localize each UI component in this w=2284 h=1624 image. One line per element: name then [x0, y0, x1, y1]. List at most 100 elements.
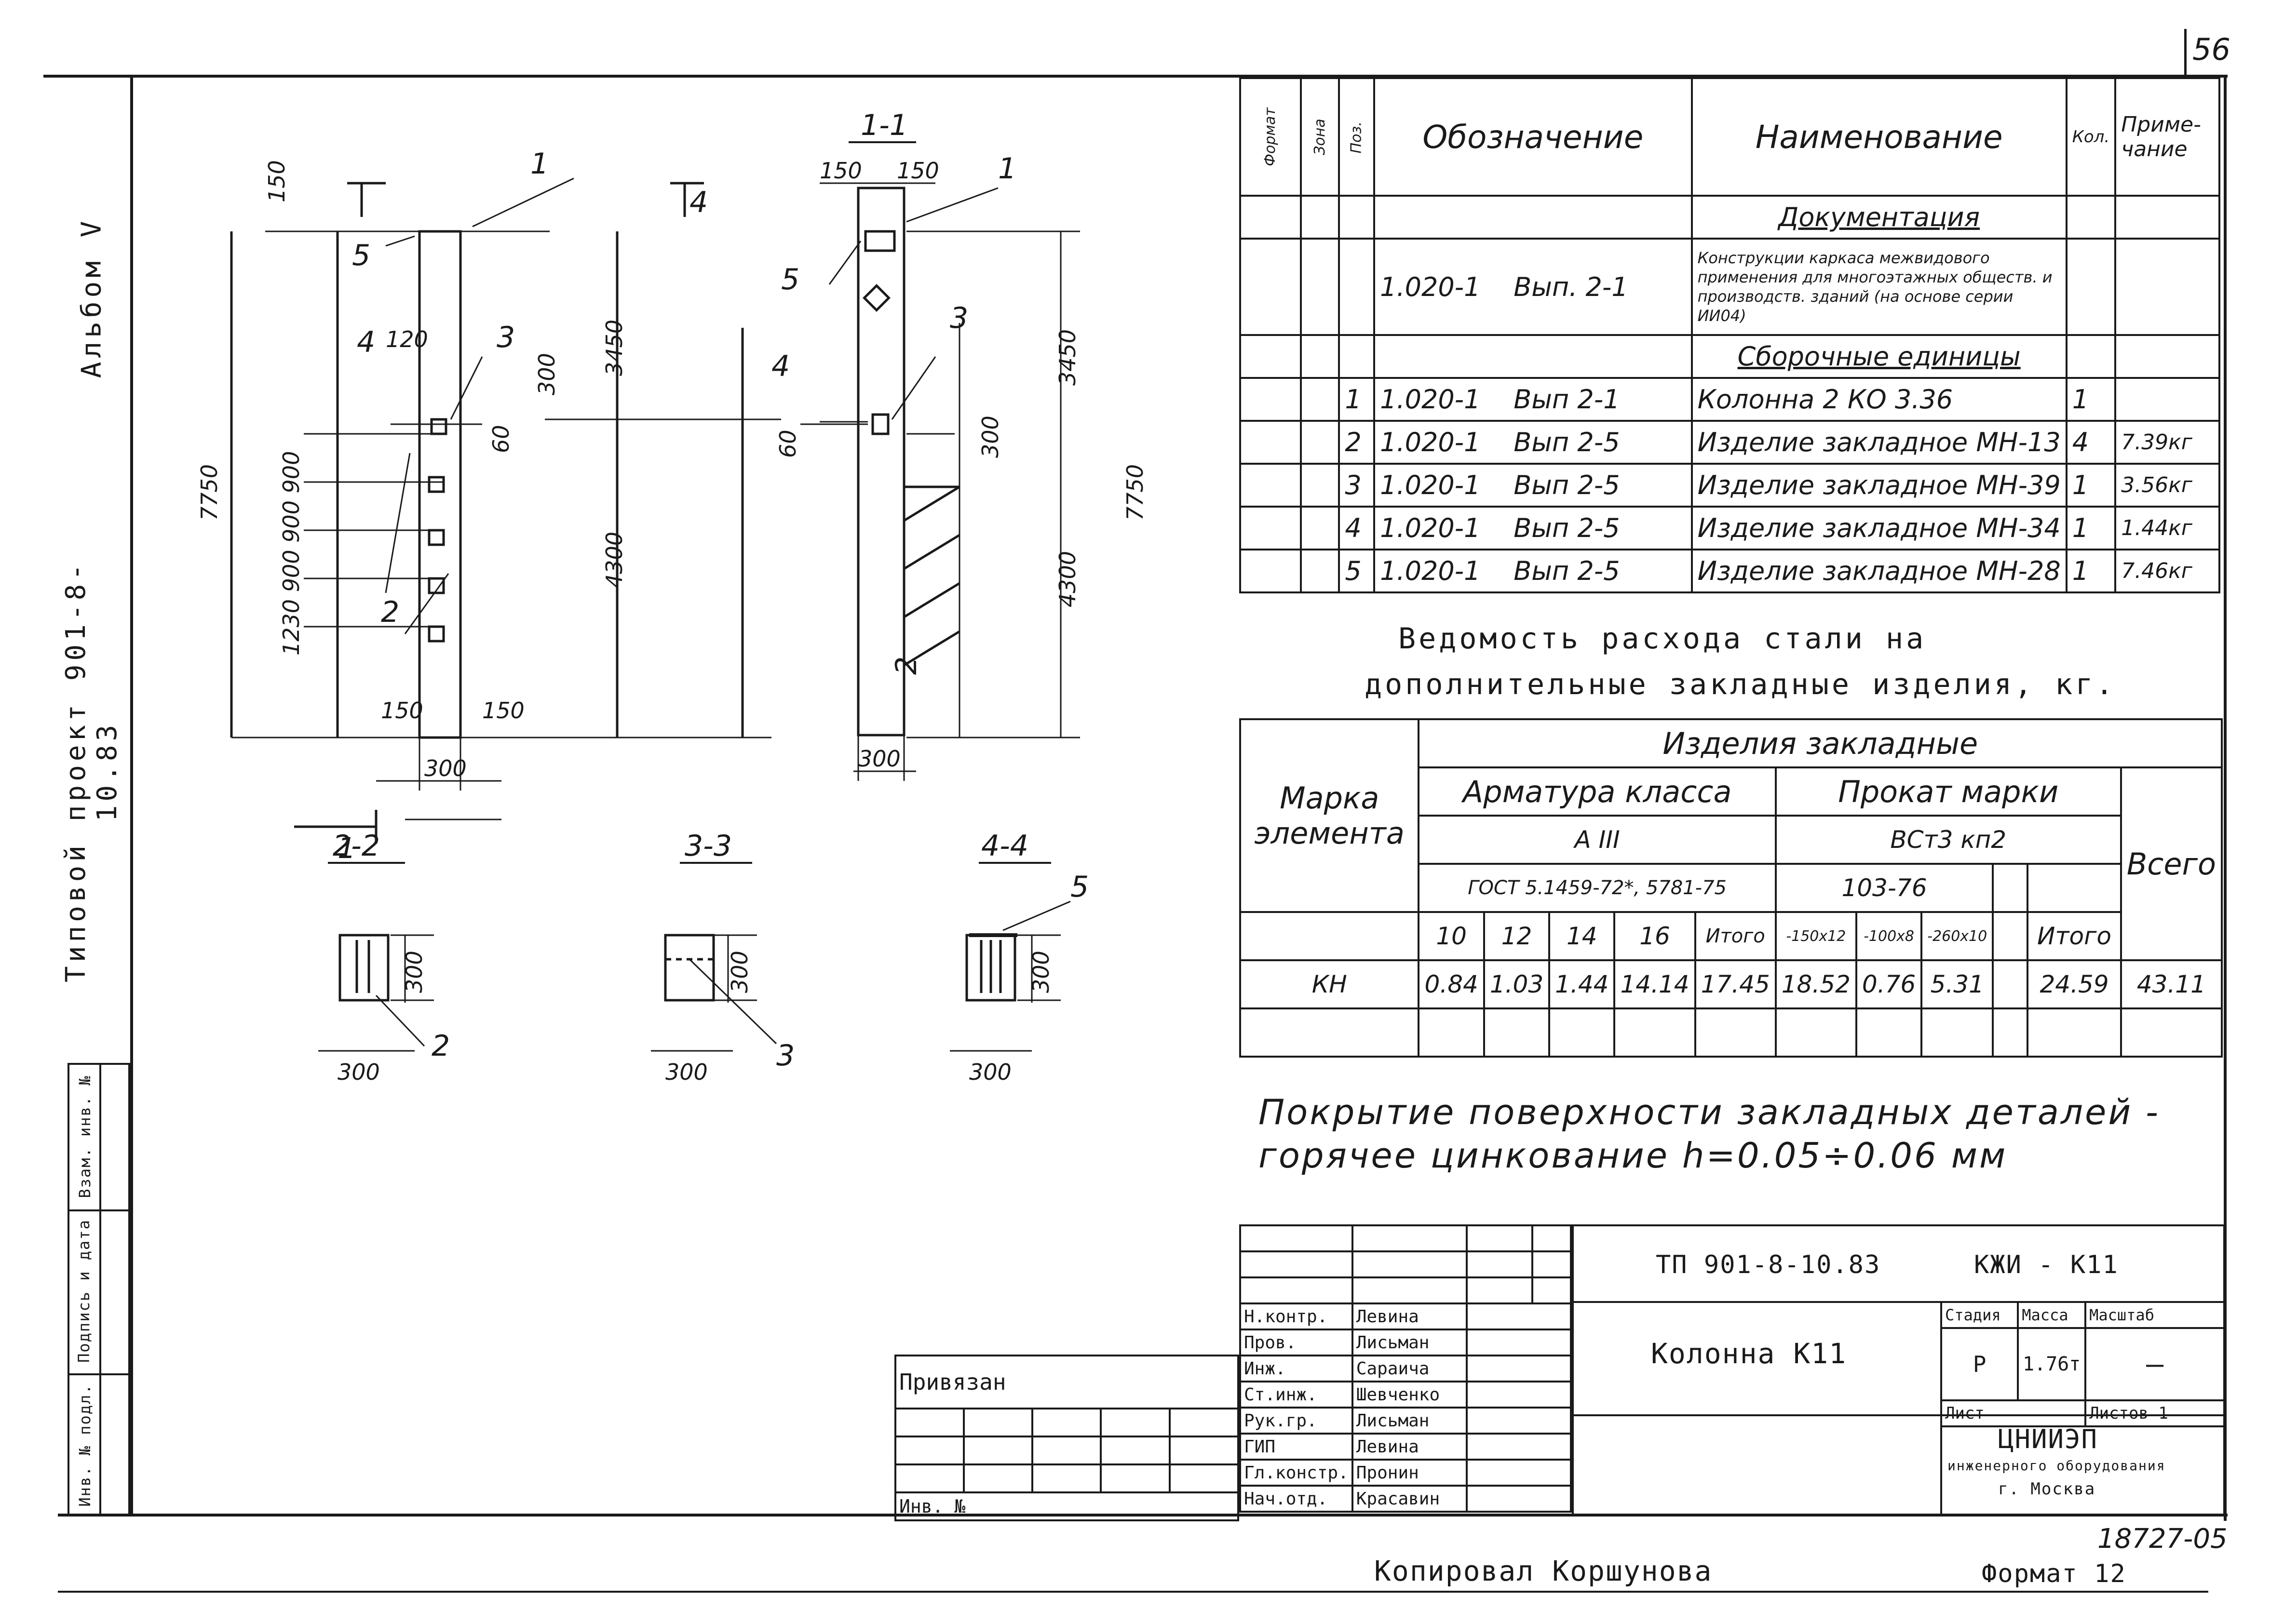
pos-3: 3	[950, 301, 968, 335]
hdr-total: Всего	[2120, 766, 2223, 961]
dim-300: 300	[665, 1059, 708, 1085]
bottom-line	[58, 1591, 2208, 1593]
dim-300: 300	[977, 416, 1003, 458]
project-code: ТП 901-8-10.83	[1656, 1250, 1881, 1279]
spec-row: 3 1.020-1 Вып 2-5 Изделие закладное МН-3…	[1239, 463, 2220, 508]
stamp-main: ТП 901-8-10.83 КЖИ - К11 Колонна К11 Ста…	[1572, 1224, 2225, 1516]
title-block: Привязан Инв. № Н.контр.Левина Пров.Лись…	[894, 1224, 2225, 1521]
section-documentation: Документация	[1690, 195, 2068, 240]
pos-1: 1	[530, 147, 549, 181]
section-2-2-title: 2-2	[333, 829, 380, 863]
dim-300: 300	[858, 746, 901, 772]
format: Формат 12	[1982, 1559, 2126, 1588]
cut-mark: 1	[338, 832, 356, 865]
embed-2d-elev	[428, 625, 445, 643]
pos-3: 3	[776, 1039, 795, 1073]
pos-5: 5	[781, 263, 799, 296]
spec-row: 5 1.020-1 Вып 2-5 Изделие закладное МН-2…	[1239, 549, 2220, 593]
hdr-zone: Зона	[1299, 77, 1340, 197]
dim-4300: 4300	[1054, 551, 1081, 607]
sheet-number: 18727-05	[2097, 1523, 2228, 1555]
doc-code: 1.020-1 Вып. 2-1	[1373, 238, 1693, 336]
dim-300: 300	[969, 1059, 1012, 1085]
section-3-3-title: 3-3	[685, 829, 732, 863]
section-4-4-title: 4-4	[981, 829, 1028, 863]
inv-div2	[69, 1373, 128, 1375]
coating-note-1: Покрытие поверхности закладных деталей -	[1258, 1092, 2160, 1132]
hdr-rebar-class: А III	[1418, 815, 1777, 865]
inv-label-2: Подпись и дата	[75, 1219, 93, 1363]
dim-300: 300	[338, 1059, 380, 1085]
pos-2: 2	[432, 1029, 450, 1063]
dim-150: 150	[820, 158, 862, 184]
cross-sections	[318, 862, 1071, 1052]
cut-mark: 4	[689, 186, 708, 219]
column-drawing: 1-1 2-2 3-3 4-4 150 150 150 150 150 300 …	[196, 108, 1148, 1085]
dim-3450: 3450	[601, 320, 627, 376]
section-assembly: Сборочные единицы	[1690, 334, 2068, 379]
hdr-rolled-grade: ВСт3 кп2	[1774, 815, 2122, 865]
dim-300: 300	[727, 951, 753, 993]
dim-7750: 7750	[1122, 464, 1148, 521]
elevation-view	[230, 177, 781, 844]
pos-5: 5	[352, 239, 370, 272]
person-row: Ст.инж.Шевченко	[1239, 1381, 1572, 1409]
hdr-gost: ГОСТ 5.1459-72*, 5781-75	[1418, 863, 1777, 913]
hdr-designation: Обозначение	[1373, 77, 1693, 197]
spec-row: 4 1.020-1 Вып 2-5 Изделие закладное МН-3…	[1239, 506, 2220, 550]
org-city: г. Москва	[1998, 1479, 2096, 1499]
person-row: Н.контр.Левина	[1239, 1302, 1572, 1330]
hdr-pos: Поз.	[1338, 77, 1376, 197]
dim-3450: 3450	[1054, 329, 1081, 386]
column-section	[857, 187, 905, 737]
person-row: Гл.констр.Пронин	[1239, 1459, 1572, 1487]
org-sub: инженерного оборудования	[1947, 1458, 2166, 1474]
dim-300: 300	[534, 353, 560, 395]
people-table: Н.контр.Левина Пров.Лисьман Инж.Сараича …	[1239, 1224, 1572, 1513]
pos-2: 2	[890, 657, 923, 675]
drawing-title: Колонна К11	[1651, 1337, 1847, 1370]
dim-150: 150	[381, 698, 423, 724]
column-outline	[418, 230, 462, 739]
dim-300: 300	[401, 951, 427, 993]
pos-1: 1	[998, 152, 1016, 186]
scale-value: —	[2084, 1327, 2225, 1401]
inv-label-1: Взам. инв. №	[76, 1075, 94, 1198]
mass-value: 1.76т	[2017, 1327, 2087, 1401]
embed-3-elev	[430, 418, 447, 435]
inv-strip: Взам. инв. № Подпись и дата Инв. № подл.	[68, 1063, 130, 1516]
section-1-1	[670, 141, 1080, 781]
person-row: Нач.отд.Красавин	[1239, 1485, 1572, 1513]
dim-150: 150	[897, 158, 939, 184]
person-row: Рук.гр.Лисьман	[1239, 1407, 1572, 1435]
doc-name: Конструкции каркаса межвидового применен…	[1690, 238, 2068, 336]
hdr-items: Изделия закладные	[1418, 718, 2223, 768]
dim-4300: 4300	[601, 532, 627, 588]
frame-left	[130, 75, 133, 1516]
embed-2a-elev	[428, 476, 445, 493]
frame-right	[2224, 75, 2227, 1521]
pos-2: 2	[381, 595, 399, 629]
copied-by: Копировал Коршунова	[1374, 1555, 1713, 1587]
sheet-code: КЖИ - К11	[1974, 1250, 2119, 1279]
inv-divider	[99, 1065, 101, 1514]
dim-60: 60	[775, 429, 801, 458]
page-number: 56	[2192, 32, 2230, 67]
pos-5: 5	[1070, 870, 1089, 904]
hdr-qty: Кол.	[2065, 77, 2117, 197]
dim-150: 150	[264, 160, 290, 202]
embed-2b-elev	[428, 529, 445, 546]
bound-label: Привязан	[894, 1355, 1239, 1409]
dim-150: 150	[482, 698, 525, 724]
inv-div1	[69, 1209, 128, 1211]
dim-7750: 7750	[196, 464, 222, 521]
hdr-name: Наименование	[1690, 77, 2068, 197]
specification-table: Формат Зона Поз. Обозначение Наименовани…	[1239, 77, 2220, 593]
pos-4: 4	[357, 325, 375, 359]
person-row: Пров.Лисьман	[1239, 1329, 1572, 1356]
album-label: Альбом V	[76, 217, 108, 378]
dim-300: 300	[1028, 951, 1054, 993]
